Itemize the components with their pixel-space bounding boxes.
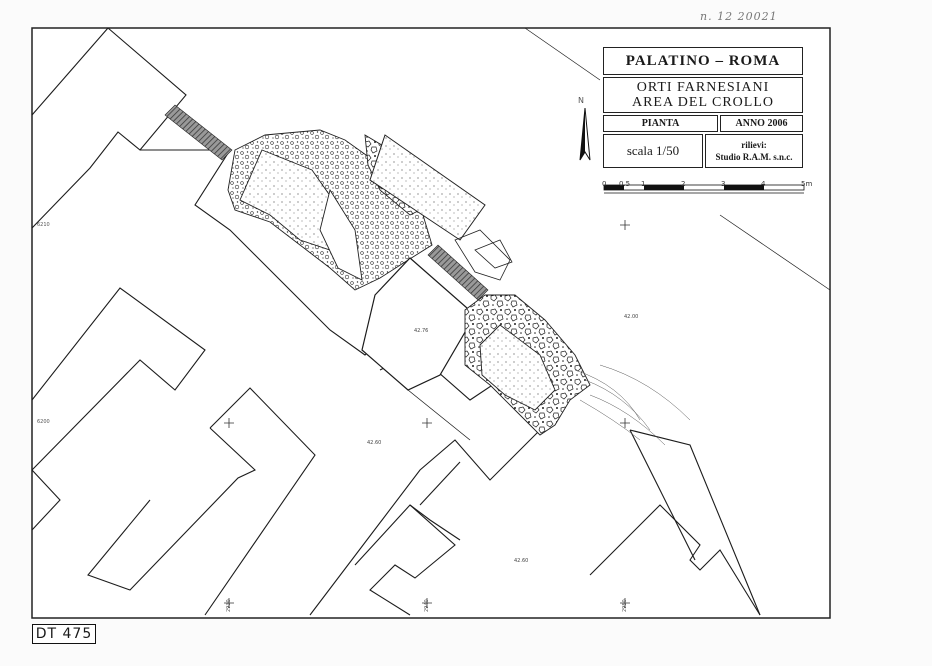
scale-label-3: 3 [721,180,726,188]
elevation-room: 42.76 [414,328,429,334]
archive-note: n. 12 20021 [700,10,778,23]
grid-label-2930: 2930 [226,599,232,612]
title-surveyor: Studio R.A.M. s.n.c. [715,152,793,162]
corridor-strip-center [427,244,489,301]
scale-label-2: 2 [681,180,686,188]
title-drawing-type: PIANTA [603,115,718,132]
grid-label-6210: 6210 [37,222,50,228]
elevation-center: 42.60 [367,440,382,446]
corridor-strip-nw [164,104,233,161]
scale-label-05: 0.5 [619,180,631,188]
grid-crosses [224,220,630,608]
title-subject-line2: AREA DEL CROLLO [631,95,775,110]
scale-label-5m: 5m [801,180,813,188]
title-credit: rilievi: Studio R.A.M. s.n.c. [705,134,803,168]
title-scale: scala 1/50 [603,134,703,168]
title-block: PALATINO – ROMA ORTI FARNESIANI AREA DEL… [603,47,803,168]
scale-label-1: 1 [641,180,646,188]
central-room [361,257,476,391]
north-label: N [578,96,584,105]
scale-label-0: 0 [602,180,607,188]
excavation-sector-ne [369,134,486,241]
title-subject: ORTI FARNESIANI AREA DEL CROLLO [603,77,803,113]
building-outlines [31,27,831,616]
elevation-east: 42.00 [624,314,639,320]
scale-label-4: 4 [761,180,766,188]
grid-label-6200: 6200 [37,419,50,425]
sheet-id: DT 475 [32,624,96,644]
title-site: PALATINO – ROMA [603,47,803,75]
grid-label-2950: 2950 [622,599,628,612]
rubble-tail [574,364,691,446]
north-arrow-icon [579,107,591,161]
grid-label-2940: 2940 [424,599,430,612]
title-subject-line1: ORTI FARNESIANI [636,80,770,95]
title-year: ANNO 2006 [720,115,803,132]
title-survey-label: rilievi: [741,140,767,150]
lower-excavation [464,294,591,436]
elevation-south: 42.60 [514,558,529,564]
scale-bar [603,184,805,194]
excavation-appendix [454,229,513,281]
